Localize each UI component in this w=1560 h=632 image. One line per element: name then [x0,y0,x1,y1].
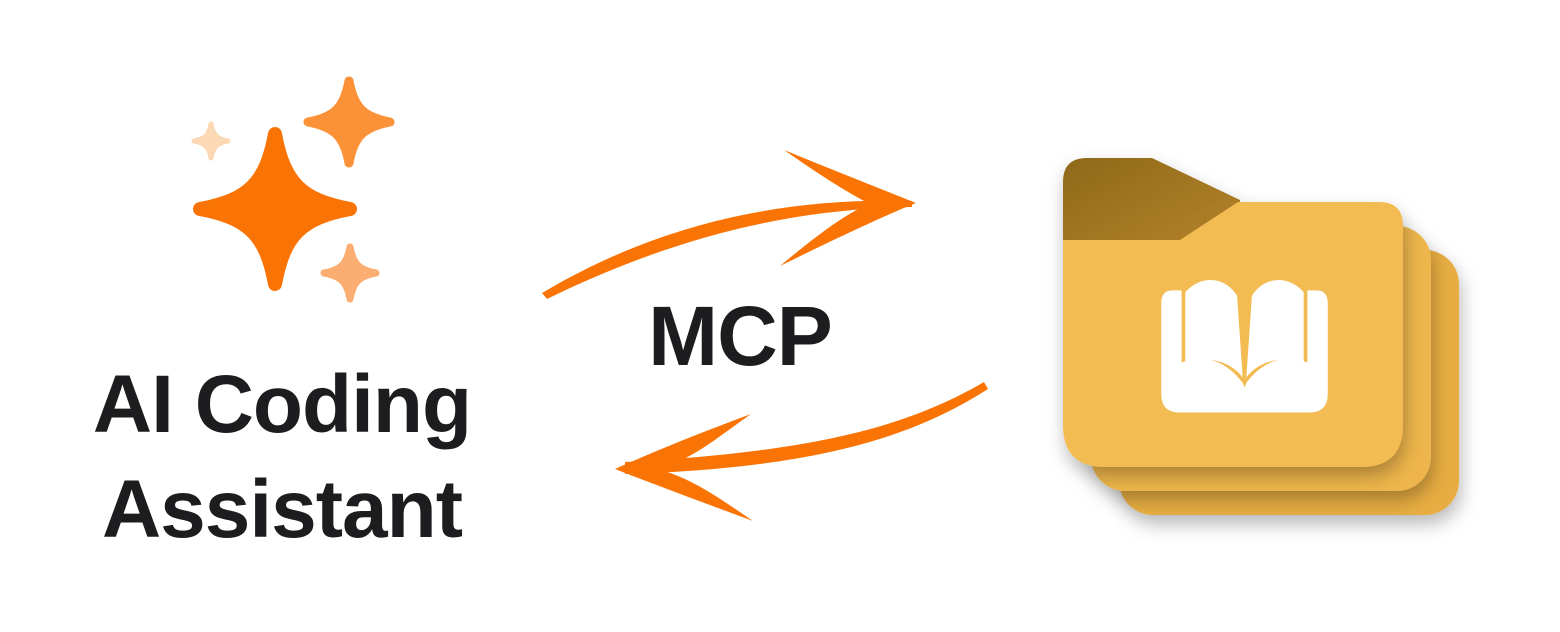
mcp-label: MCP [648,289,833,383]
arrow-left-icon [615,382,988,521]
folder-stack-open-book-icon [1063,158,1459,515]
book-cover [1161,290,1328,413]
book-page-left [1185,280,1243,378]
arrow-right-body [542,200,912,299]
sparkle-pale [191,121,231,161]
arrow-right-head [780,150,916,266]
sparkles-icon [191,76,395,303]
arrow-left-head [615,414,753,521]
book-page-right [1246,280,1304,378]
open-book-icon [1161,280,1328,413]
arrow-right-icon [542,150,916,299]
ai-assistant-label: AI Coding Assistant [16,352,548,562]
ai-assistant-label-line2: Assistant [101,464,463,555]
sparkle-medium [303,76,395,168]
folder-tab [1063,158,1240,250]
sparkle-large [193,127,357,291]
sparkle-small [320,243,380,303]
ai-assistant-label-line1: AI Coding [92,359,472,450]
